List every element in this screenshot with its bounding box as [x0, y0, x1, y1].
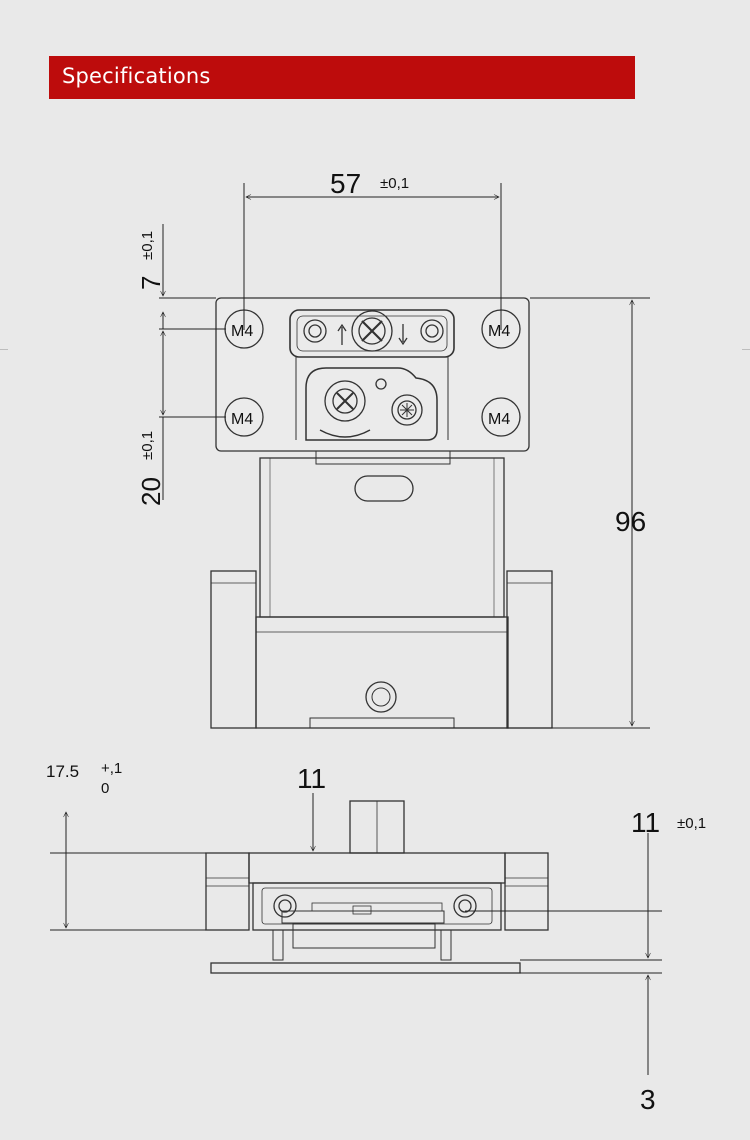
dim-3-value: 3	[640, 1084, 656, 1115]
side-base-plate	[210, 962, 521, 974]
dim-57-value: 57	[330, 168, 361, 199]
adjustment-slide	[289, 309, 455, 358]
dim-7-tolerance: ±0,1	[139, 231, 156, 260]
dim-57-tolerance: ±0,1	[380, 175, 409, 192]
adjustment-block	[305, 367, 438, 441]
side-view-dimensions	[50, 793, 662, 1075]
adjust-screw-side	[324, 380, 366, 422]
m4-label-top-left: M4	[231, 323, 253, 340]
body-upper-block	[259, 457, 505, 618]
edge-mark-right	[742, 349, 750, 350]
bottom-screw	[365, 681, 397, 713]
edge-mark-left	[0, 349, 8, 350]
side-right-flange	[504, 852, 549, 931]
dim-20-tolerance: ±0,1	[139, 431, 156, 460]
m4-label-top-right: M4	[488, 323, 510, 340]
top-view	[210, 297, 553, 729]
specifications-banner: Specifications	[49, 56, 635, 99]
dim-17-5-tol-lower: 0	[101, 780, 109, 797]
dim-96-value: 96	[615, 506, 646, 537]
dim-11-right-value: 11	[631, 807, 660, 838]
m4-label-bottom-right: M4	[488, 411, 510, 428]
dim-11-right-tolerance: ±0,1	[677, 815, 706, 832]
m4-label-bottom-left: M4	[231, 411, 253, 428]
body-left-flange	[210, 570, 257, 729]
side-mechanism	[252, 882, 502, 931]
dim-7-value: 7	[136, 276, 166, 290]
dim-17-5-value: 17.5	[46, 762, 79, 781]
dim-17-5-tol-upper: +,1	[101, 760, 122, 777]
side-view	[205, 800, 549, 974]
body-slot	[354, 475, 414, 502]
side-body	[248, 852, 506, 884]
m4-hole-bottom-right	[481, 397, 521, 437]
knurled-wheel	[391, 394, 423, 426]
dim-20-value: 20	[136, 477, 166, 506]
top-view-dimensions	[159, 183, 650, 729]
adjust-screw-top	[351, 310, 393, 352]
side-left-flange	[205, 852, 250, 931]
body-right-flange	[506, 570, 553, 729]
dim-11-top-value: 11	[297, 763, 326, 794]
mounting-plate	[215, 297, 530, 452]
banner-title: Specifications	[62, 64, 211, 88]
